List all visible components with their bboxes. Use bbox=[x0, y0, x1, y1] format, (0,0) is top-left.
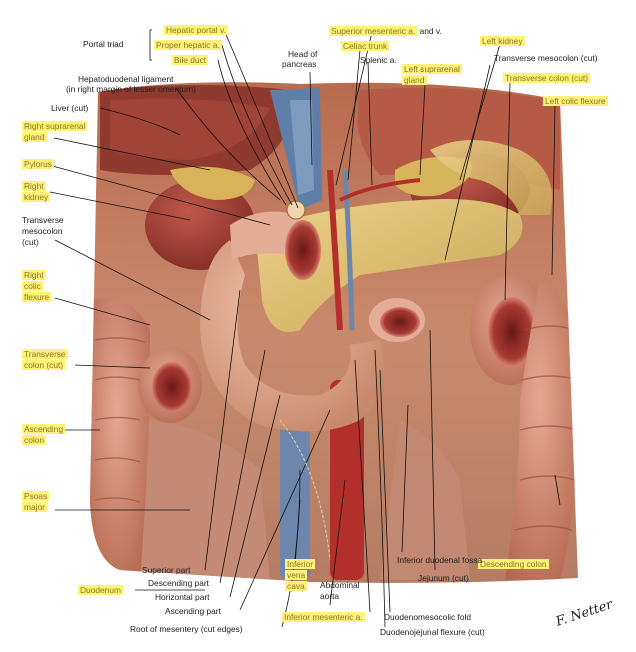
abdominal-aorta bbox=[330, 380, 364, 580]
leader-lines bbox=[44, 29, 561, 628]
label-ascending-colon-1: Ascending bbox=[22, 424, 66, 434]
label-transverse-colon-cut-left-1: Transverse bbox=[22, 349, 68, 359]
label-splenic-artery: Splenic a. bbox=[360, 55, 397, 65]
label-pylorus: Pylorus bbox=[22, 159, 54, 169]
right-suprarenal-gland bbox=[170, 166, 255, 200]
label-descending-colon: Descending colon bbox=[478, 559, 549, 569]
label-duodenomesocolic-fold: Duodenomesocolic fold bbox=[384, 612, 472, 622]
label-psoas-major-1: Psoas bbox=[22, 491, 50, 501]
label-right-suprarenal-gland-2: gland bbox=[22, 132, 47, 142]
duodenum-loop bbox=[200, 240, 385, 432]
label-root-of-mesentery: Root of mesentery (cut edges) bbox=[130, 624, 243, 634]
label-left-colic-flexure: Left colic flexure bbox=[543, 96, 608, 106]
label-head-of-pancreas-1: Head of bbox=[288, 49, 318, 59]
label-liver-cut: Liver (cut) bbox=[51, 103, 89, 113]
portal-triad-cut bbox=[286, 200, 306, 220]
label-abdominal-aorta-2: aorta bbox=[320, 591, 340, 601]
label-left-suprarenal-gland-1: Left suprarenal bbox=[402, 64, 462, 74]
label-proper-hepatic-artery: Proper hepatic a. bbox=[154, 40, 222, 50]
label-right-suprarenal-gland-1: Right suprarenal bbox=[22, 121, 88, 131]
label-inferior-vena-cava-2: vena bbox=[285, 570, 308, 580]
inferior-vena-cava bbox=[280, 410, 310, 580]
anatomical-drawing bbox=[90, 82, 578, 583]
label-left-kidney: Left kidney bbox=[480, 36, 525, 46]
label-horizontal-part: Horizontal part bbox=[155, 592, 210, 602]
label-inferior-duodenal-fossa: Inferior duodenal fossa bbox=[397, 555, 483, 565]
label-inferior-mesenteric-artery: Inferior mesenteric a. bbox=[282, 612, 365, 622]
pancreas bbox=[255, 199, 523, 332]
label-ascending-part: Ascending part bbox=[165, 606, 221, 616]
label-right-kidney-2: kidney bbox=[22, 192, 51, 202]
label-superior-mesenteric-artery-vein: Superior mesenteric a. and v. bbox=[329, 26, 442, 36]
label-right-colic-flexure-3: flexure bbox=[22, 292, 52, 302]
ascending-colon bbox=[90, 298, 150, 580]
label-celiac-trunk: Celiac trunk bbox=[341, 41, 390, 51]
label-transverse-mesocolon-2: mesocolon bbox=[22, 226, 63, 236]
label-transverse-mesocolon-1: Transverse bbox=[22, 215, 64, 225]
label-transverse-mesocolon-3: (cut) bbox=[22, 237, 39, 247]
descending-colon bbox=[505, 280, 578, 580]
label-transverse-mesocolon-cut-right: Transverse mesocolon (cut) bbox=[494, 53, 598, 63]
label-abdominal-aorta-1: Abdominal bbox=[320, 580, 360, 590]
label-bile-duct: Bile duct bbox=[172, 55, 209, 65]
label-duodenum: Duodenum bbox=[78, 585, 123, 595]
label-hepatoduodenal-ligament: Hepatoduodenal ligament bbox=[78, 74, 174, 84]
label-hepatic-portal-vein: Hepatic portal v. bbox=[164, 25, 228, 35]
label-duodenojejunal-flexure: Duodenojejunal flexure (cut) bbox=[380, 627, 485, 637]
label-ascending-colon-2: colon bbox=[22, 435, 47, 445]
label-superior-mesenteric-artery: Superior mesenteric a. bbox=[329, 26, 418, 36]
label-hepatoduodenal-ligament-note: (in right margin of lesser omentum) bbox=[66, 84, 196, 94]
label-descending-part: Descending part bbox=[148, 578, 209, 588]
label-left-suprarenal-gland-2: gland bbox=[402, 75, 427, 85]
superior-mesenteric-artery bbox=[327, 169, 343, 331]
label-superior-part: Superior part bbox=[142, 565, 191, 575]
label-right-kidney-1: Right bbox=[22, 181, 46, 191]
root-of-mesentery-edge bbox=[279, 419, 331, 561]
jejunum-lumen bbox=[380, 307, 420, 337]
label-and-vein: and v. bbox=[417, 26, 442, 36]
label-transverse-colon-cut-top: Transverse colon (cut) bbox=[503, 73, 591, 83]
label-jejunum-cut: Jejunum (cut) bbox=[418, 573, 469, 583]
label-portal-triad: Portal triad bbox=[83, 39, 124, 49]
psoas-major bbox=[140, 420, 270, 580]
label-transverse-colon-cut-left-2: colon (cut) bbox=[22, 360, 66, 370]
label-head-of-pancreas-2: pancreas bbox=[282, 59, 317, 69]
label-right-colic-flexure-2: colic bbox=[22, 281, 43, 291]
splenic-artery bbox=[339, 178, 421, 202]
pylorus-lumen bbox=[285, 220, 321, 280]
label-right-colic-flexure-1: Right bbox=[22, 270, 46, 280]
label-inferior-vena-cava-1: Inferior bbox=[285, 559, 316, 569]
label-inferior-vena-cava-3: cava bbox=[285, 581, 307, 591]
pylorus bbox=[230, 211, 304, 260]
label-psoas-major-2: major bbox=[22, 502, 47, 512]
